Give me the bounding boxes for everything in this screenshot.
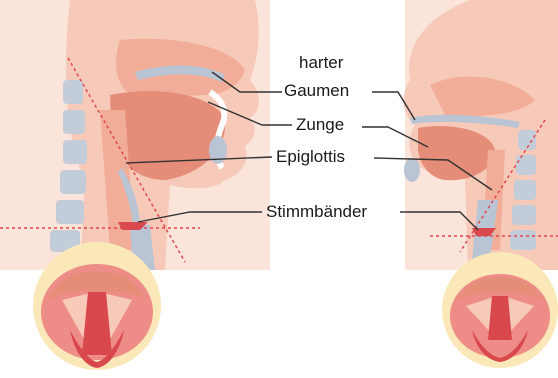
label-stimmbaender: Stimmbänder bbox=[266, 203, 367, 220]
right-cheek-dark bbox=[404, 158, 420, 182]
label-harter: harter bbox=[299, 54, 343, 71]
left-larynx-view bbox=[33, 242, 161, 370]
label-zunge: Zunge bbox=[296, 116, 344, 133]
label-epiglottis: Epiglottis bbox=[276, 148, 345, 165]
right-larynx-view bbox=[442, 252, 558, 368]
label-gaumen: Gaumen bbox=[284, 82, 349, 99]
